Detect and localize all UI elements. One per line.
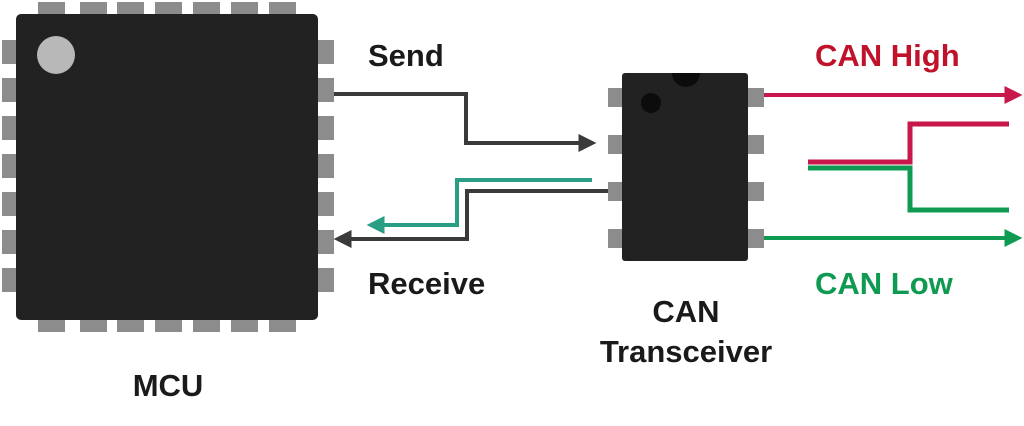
mcu-pin1-dot <box>37 36 75 74</box>
receive-wire-teal <box>366 178 592 234</box>
can-low-waveform <box>808 165 1009 213</box>
can-high-waveform <box>808 121 1009 165</box>
mcu-chip <box>2 2 334 332</box>
mcu-label: MCU <box>133 368 204 403</box>
transceiver-pins-right <box>744 88 764 248</box>
mcu-body <box>16 14 318 320</box>
can-high-label: CAN High <box>815 38 960 73</box>
send-wire <box>334 92 597 152</box>
transceiver-chip <box>608 73 764 261</box>
mcu-pins-right <box>316 40 334 292</box>
transceiver-pin1-dot <box>641 93 661 113</box>
send-label: Send <box>368 38 444 73</box>
receive-wire-dark <box>333 189 608 248</box>
mcu-pins-top <box>38 2 296 16</box>
mcu-pins-left <box>2 40 18 292</box>
transceiver-label-line1: CAN <box>652 294 719 329</box>
transceiver-body <box>622 73 748 261</box>
differential-signal-waveform <box>808 121 1009 213</box>
receive-label: Receive <box>368 266 485 301</box>
transceiver-label-line2: Transceiver <box>600 334 772 369</box>
can-low-label: CAN Low <box>815 266 954 301</box>
transceiver-pins-left <box>608 88 626 248</box>
mcu-pins-bottom <box>38 318 296 332</box>
transceiver-notch <box>672 73 700 87</box>
